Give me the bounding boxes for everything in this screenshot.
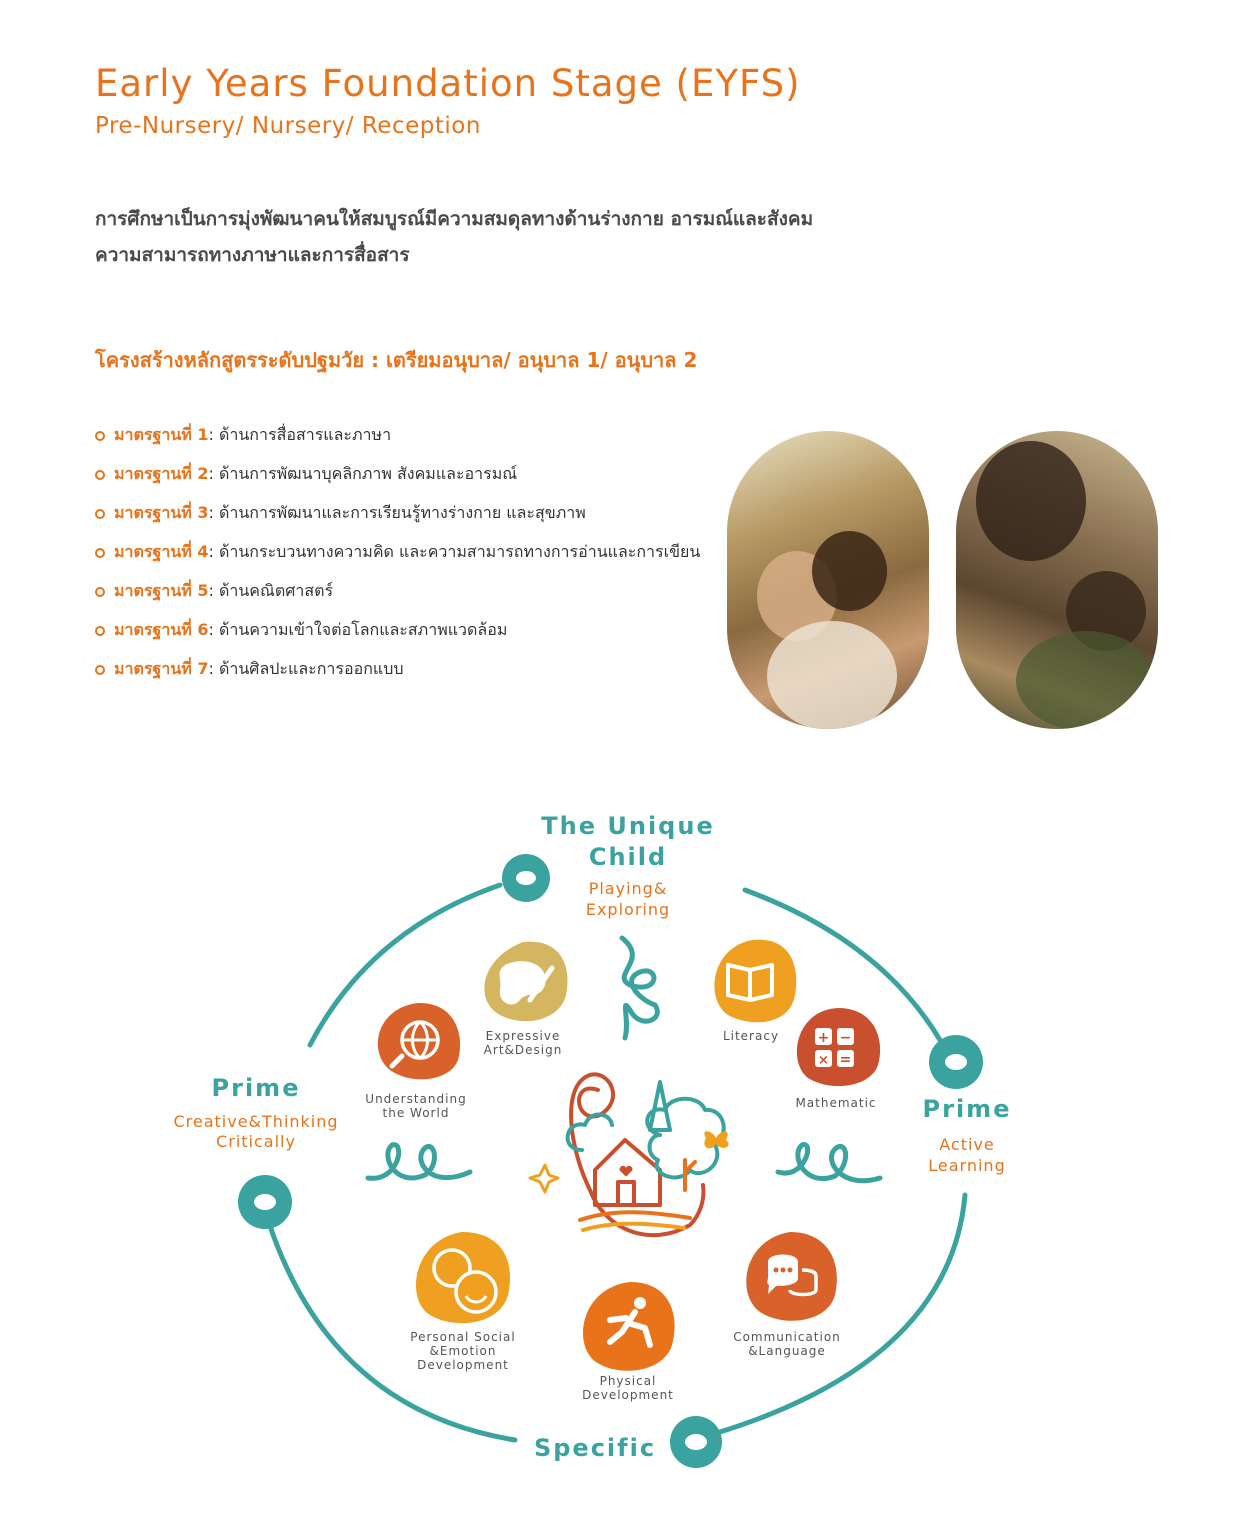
bullet-icon (95, 430, 105, 441)
ring-arc (265, 1217, 518, 1443)
curriculum-heading: โครงสร้างหลักสูตรระดับปฐมวัย : เตรียมอนุ… (95, 348, 698, 372)
intro-line-1: การศึกษาเป็นการมุ่งพัฒนาคนให้สมบูรณ์มีคว… (95, 208, 814, 230)
left-sub-line-2: Critically (216, 1132, 296, 1151)
bullet-icon (95, 508, 105, 519)
door-icon (616, 1180, 636, 1207)
literacy-label: Literacy (723, 1029, 779, 1043)
standard-label: มาตรฐานที่ 1 (114, 425, 209, 444)
standard-label: มาตรฐานที่ 5 (114, 581, 209, 600)
standard-text: : ด้านคณิตศาสตร์ (208, 581, 334, 600)
top-sub-line-2: Exploring (586, 900, 670, 919)
top-title-line-2: Child (589, 843, 667, 871)
top-title-line-1: The Unique (541, 812, 714, 840)
star-icon (528, 1163, 560, 1194)
icon-expressive-art (484, 941, 568, 1022)
list-item: มาตรฐานที่ 4 : ด้านกระบวนทางความคิด และค… (95, 533, 700, 572)
page-title: Early Years Foundation Stage (EYFS) (95, 62, 801, 105)
personal-label-3: Development (417, 1358, 509, 1372)
standard-label: มาตรฐานที่ 6 (114, 620, 209, 639)
icon-understanding-world (377, 1002, 461, 1080)
bullet-icon (95, 547, 105, 558)
right-sub-line-2: Learning (928, 1156, 1005, 1175)
svg-text:−: − (840, 1030, 852, 1046)
standard-text: : ด้านกระบวนทางความคิด และความสามารถทางก… (208, 542, 701, 561)
standard-label: มาตรฐานที่ 2 (114, 464, 209, 483)
ring-knot-hole (516, 871, 536, 885)
communication-label-2: &Language (748, 1344, 826, 1358)
standards-list: มาตรฐานที่ 1 : ด้านการสื่อสารและภาษา มาต… (95, 416, 700, 689)
bullet-icon (95, 469, 105, 480)
standard-text: : ด้านศิลปะและการออกแบบ (208, 659, 404, 678)
svg-text:=: = (840, 1052, 852, 1068)
squiggle-right (775, 1142, 883, 1184)
ring-arc (742, 887, 943, 1043)
standard-label: มาตรฐานที่ 3 (114, 503, 209, 522)
list-item: มาตรฐานที่ 2 : ด้านการพัฒนาบุคลิกภาพ สัง… (95, 455, 700, 494)
icon-physical-development (582, 1282, 675, 1371)
standard-label: มาตรฐานที่ 4 (114, 542, 209, 561)
standard-text: : ด้านการสื่อสารและภาษา (208, 425, 392, 444)
icon-literacy (714, 939, 797, 1023)
list-item: มาตรฐานที่ 7 : ด้านศิลปะและการออกแบบ (95, 650, 700, 689)
list-item: มาตรฐานที่ 3 : ด้านการพัฒนาและการเรียนรู… (95, 494, 700, 533)
standard-text: : ด้านความเข้าใจต่อโลกและสภาพแวดล้อม (208, 620, 508, 639)
list-item: มาตรฐานที่ 6 : ด้านความเข้าใจต่อโลกและสภ… (95, 611, 700, 650)
icon-communication (746, 1232, 837, 1321)
page-subtitle: Pre-Nursery/ Nursery/ Reception (95, 113, 481, 139)
list-item: มาตรฐานที่ 5 : ด้านคณิตศาสตร์ (95, 572, 700, 611)
ring-knot-hole (685, 1434, 707, 1450)
photo-child-magnifier (956, 431, 1158, 729)
house-illustration (528, 1072, 726, 1238)
ground-line (581, 1221, 686, 1232)
communication-label-1: Communication (733, 1330, 841, 1344)
understanding-label-1: Understanding (365, 1092, 466, 1106)
right-sub-line-1: Active (939, 1135, 995, 1154)
photo-children-hugging (727, 431, 929, 729)
tree-trunk (683, 1158, 697, 1192)
top-sub-line-1: Playing& (589, 879, 668, 898)
standard-label: มาตรฐานที่ 7 (114, 659, 209, 678)
left-sub-line-1: Creative&Thinking (173, 1112, 338, 1131)
ground-line (578, 1210, 692, 1222)
list-item: มาตรฐานที่ 1 : ด้านการสื่อสารและภาษา (95, 416, 700, 455)
expressive-label-1: Expressive (486, 1029, 561, 1043)
left-title: Prime (212, 1074, 301, 1102)
expressive-label-2: Art&Design (484, 1043, 563, 1057)
svg-text:+: + (818, 1030, 830, 1046)
personal-label-2: &Emotion (430, 1344, 497, 1358)
bullet-icon (95, 586, 105, 597)
physical-label-1: Physical (600, 1374, 657, 1388)
butterfly-icon (704, 1131, 729, 1149)
mathematic-label: Mathematic (795, 1096, 876, 1110)
bullet-icon (95, 664, 105, 675)
intro-line-2: ความสามารถทางภาษาและการสื่อสาร (95, 244, 410, 266)
ring-knot-hole (254, 1194, 276, 1210)
ring-knot-hole (945, 1054, 967, 1070)
svg-text:×: × (818, 1053, 829, 1068)
icon-mathematic: + − × = (796, 1008, 881, 1087)
right-title: Prime (923, 1095, 1012, 1123)
bullet-icon (95, 625, 105, 636)
physical-label-2: Development (582, 1388, 674, 1402)
standard-text: : ด้านการพัฒนาบุคลิกภาพ สังคมและอารมณ์ (208, 464, 518, 483)
house-icon (593, 1138, 662, 1207)
understanding-label-2: the World (383, 1106, 450, 1120)
ring-arc (717, 1192, 968, 1435)
personal-label-1: Personal Social (410, 1330, 515, 1344)
ring-arc (307, 882, 503, 1048)
squiggle-left (365, 1142, 473, 1181)
bottom-title: Specific (534, 1434, 656, 1462)
icon-personal-social (415, 1232, 511, 1324)
bush-icon (565, 1112, 614, 1152)
squiggle-top (619, 935, 660, 1041)
standard-text: : ด้านการพัฒนาและการเรียนรู้ทางร่างกาย แ… (208, 503, 586, 522)
heart-icon (619, 1165, 633, 1177)
